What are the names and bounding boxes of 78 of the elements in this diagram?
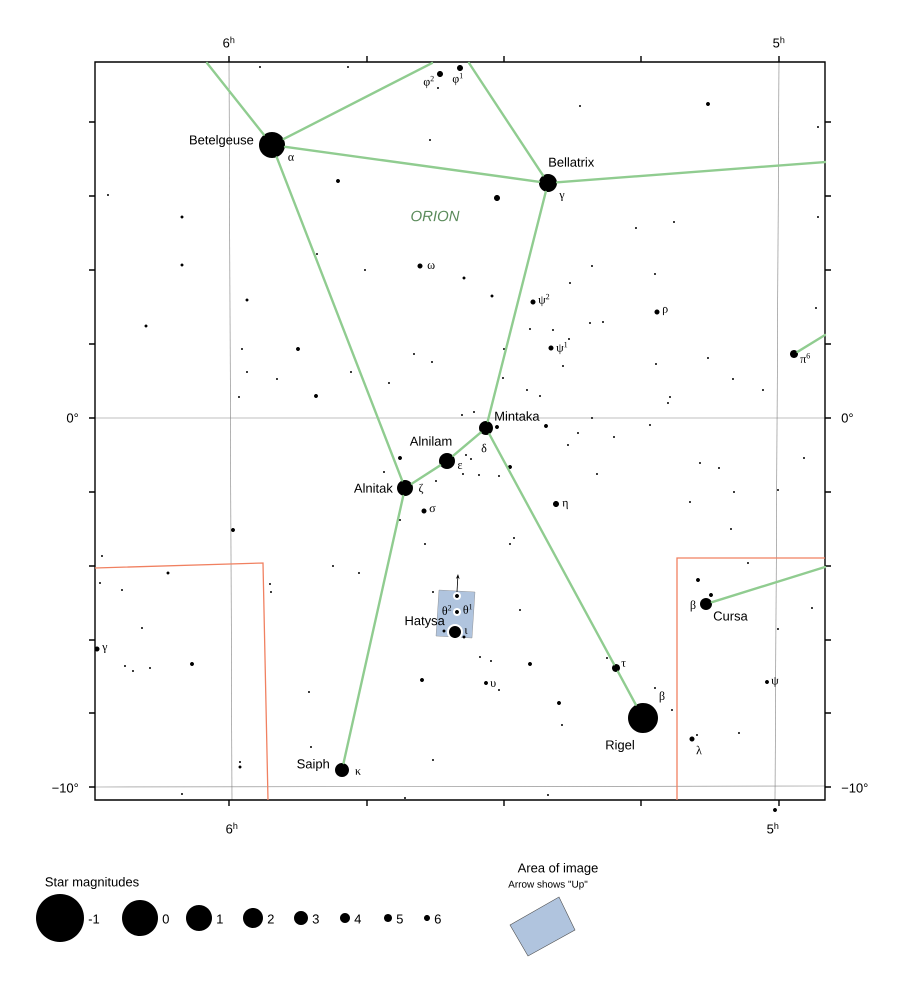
constellation-line: [468, 62, 544, 177]
star-label: φ$^{1}$: [452, 72, 463, 86]
node-label: ι: [464, 628, 468, 634]
constellation-line: [486, 190, 547, 422]
constellation-line: [616, 670, 637, 706]
legend-item: 0: [122, 900, 169, 936]
legend-item: 3: [294, 911, 319, 925]
node-label: γ: [559, 192, 564, 202]
star-label: ρ: [662, 306, 668, 316]
legend-title: Star magnitudes: [45, 876, 139, 890]
star: π$^{6}$: [790, 350, 810, 363]
node-label: Hatysa: [406, 616, 445, 628]
star-label: σ: [430, 506, 436, 512]
star: Rigel β: [606, 692, 665, 752]
star: Hatysa ι: [406, 616, 468, 640]
constellation-line: [710, 566, 826, 604]
node-label: Bellatrix: [549, 157, 594, 167]
star: Saiph κ: [297, 758, 361, 777]
star-label: ψ$^{2}$: [538, 294, 550, 306]
node-label: Alnilam: [410, 436, 452, 446]
node-label: κ: [355, 769, 361, 775]
node-label: δ: [482, 444, 486, 452]
legend-item: 1: [186, 905, 223, 931]
axis-label: −10°: [52, 783, 78, 793]
star-label: γ: [102, 645, 108, 654]
star-label: ψ$^{1}$: [556, 342, 568, 354]
constellation-line: [452, 431, 482, 457]
axis-label: 6$^{h}$: [226, 822, 238, 834]
constellation-line: [282, 62, 434, 140]
star-label: θ$^{1}$: [463, 604, 472, 614]
axis-label: −10°: [842, 783, 868, 793]
constellation-line: [284, 146, 540, 183]
constellation-line: [488, 433, 616, 666]
star: Mintaka δ: [479, 411, 540, 452]
note-text: Area of image: [518, 862, 598, 876]
constellation-line: [410, 464, 442, 485]
axis-label: 5$^{h}$: [773, 36, 784, 48]
star: Cursa β: [690, 598, 748, 621]
legend-item: 2: [243, 908, 274, 928]
node-label: Rigel: [606, 740, 634, 752]
axis-label: 6$^{h}$: [223, 36, 234, 48]
star-label: λ: [696, 746, 702, 754]
axis-label: 5$^{h}$: [767, 822, 778, 834]
constellation-line: [556, 160, 826, 184]
star-label: ψ: [771, 677, 779, 687]
star: τ: [612, 661, 626, 672]
node-label: β: [660, 692, 665, 702]
legend-item: 4: [340, 913, 362, 924]
star-label: η: [562, 500, 568, 510]
star-label: ω: [428, 263, 435, 269]
node-label: ζ: [419, 484, 424, 494]
star: Betelgeuse α: [190, 132, 294, 161]
axis-label: 0°: [66, 413, 78, 423]
node-label: π$^{6}$: [800, 353, 810, 363]
constellation-line: [796, 334, 826, 354]
star: Bellatrix γ: [539, 157, 594, 202]
constellation-line: [206, 62, 265, 136]
node-label: τ: [621, 661, 626, 667]
star-label: φ$^{2}$: [424, 76, 434, 88]
constellation-line: [342, 494, 404, 764]
note-text: Arrow shows "Up": [508, 880, 588, 890]
node-label: Mintaka: [495, 411, 540, 421]
star-label: θ$^{2}$: [442, 605, 452, 615]
node-label: α: [288, 155, 294, 161]
star-label: υ: [490, 681, 496, 687]
legend-item: 5: [384, 914, 403, 924]
axis-label: 0°: [842, 413, 853, 423]
node-label: Alnitak: [354, 483, 393, 493]
node-label: Cursa: [714, 611, 748, 621]
constellation-line: [276, 156, 404, 482]
legend-item: -1: [36, 894, 100, 942]
node-label: Saiph: [297, 758, 329, 772]
legend-item: 6: [424, 914, 441, 924]
constellation-name: ORION: [411, 210, 460, 222]
node-label: ε: [458, 463, 462, 469]
node-label: Betelgeuse: [190, 134, 254, 148]
node-label: β: [690, 600, 696, 612]
star: Alnitak ζ: [354, 480, 424, 496]
